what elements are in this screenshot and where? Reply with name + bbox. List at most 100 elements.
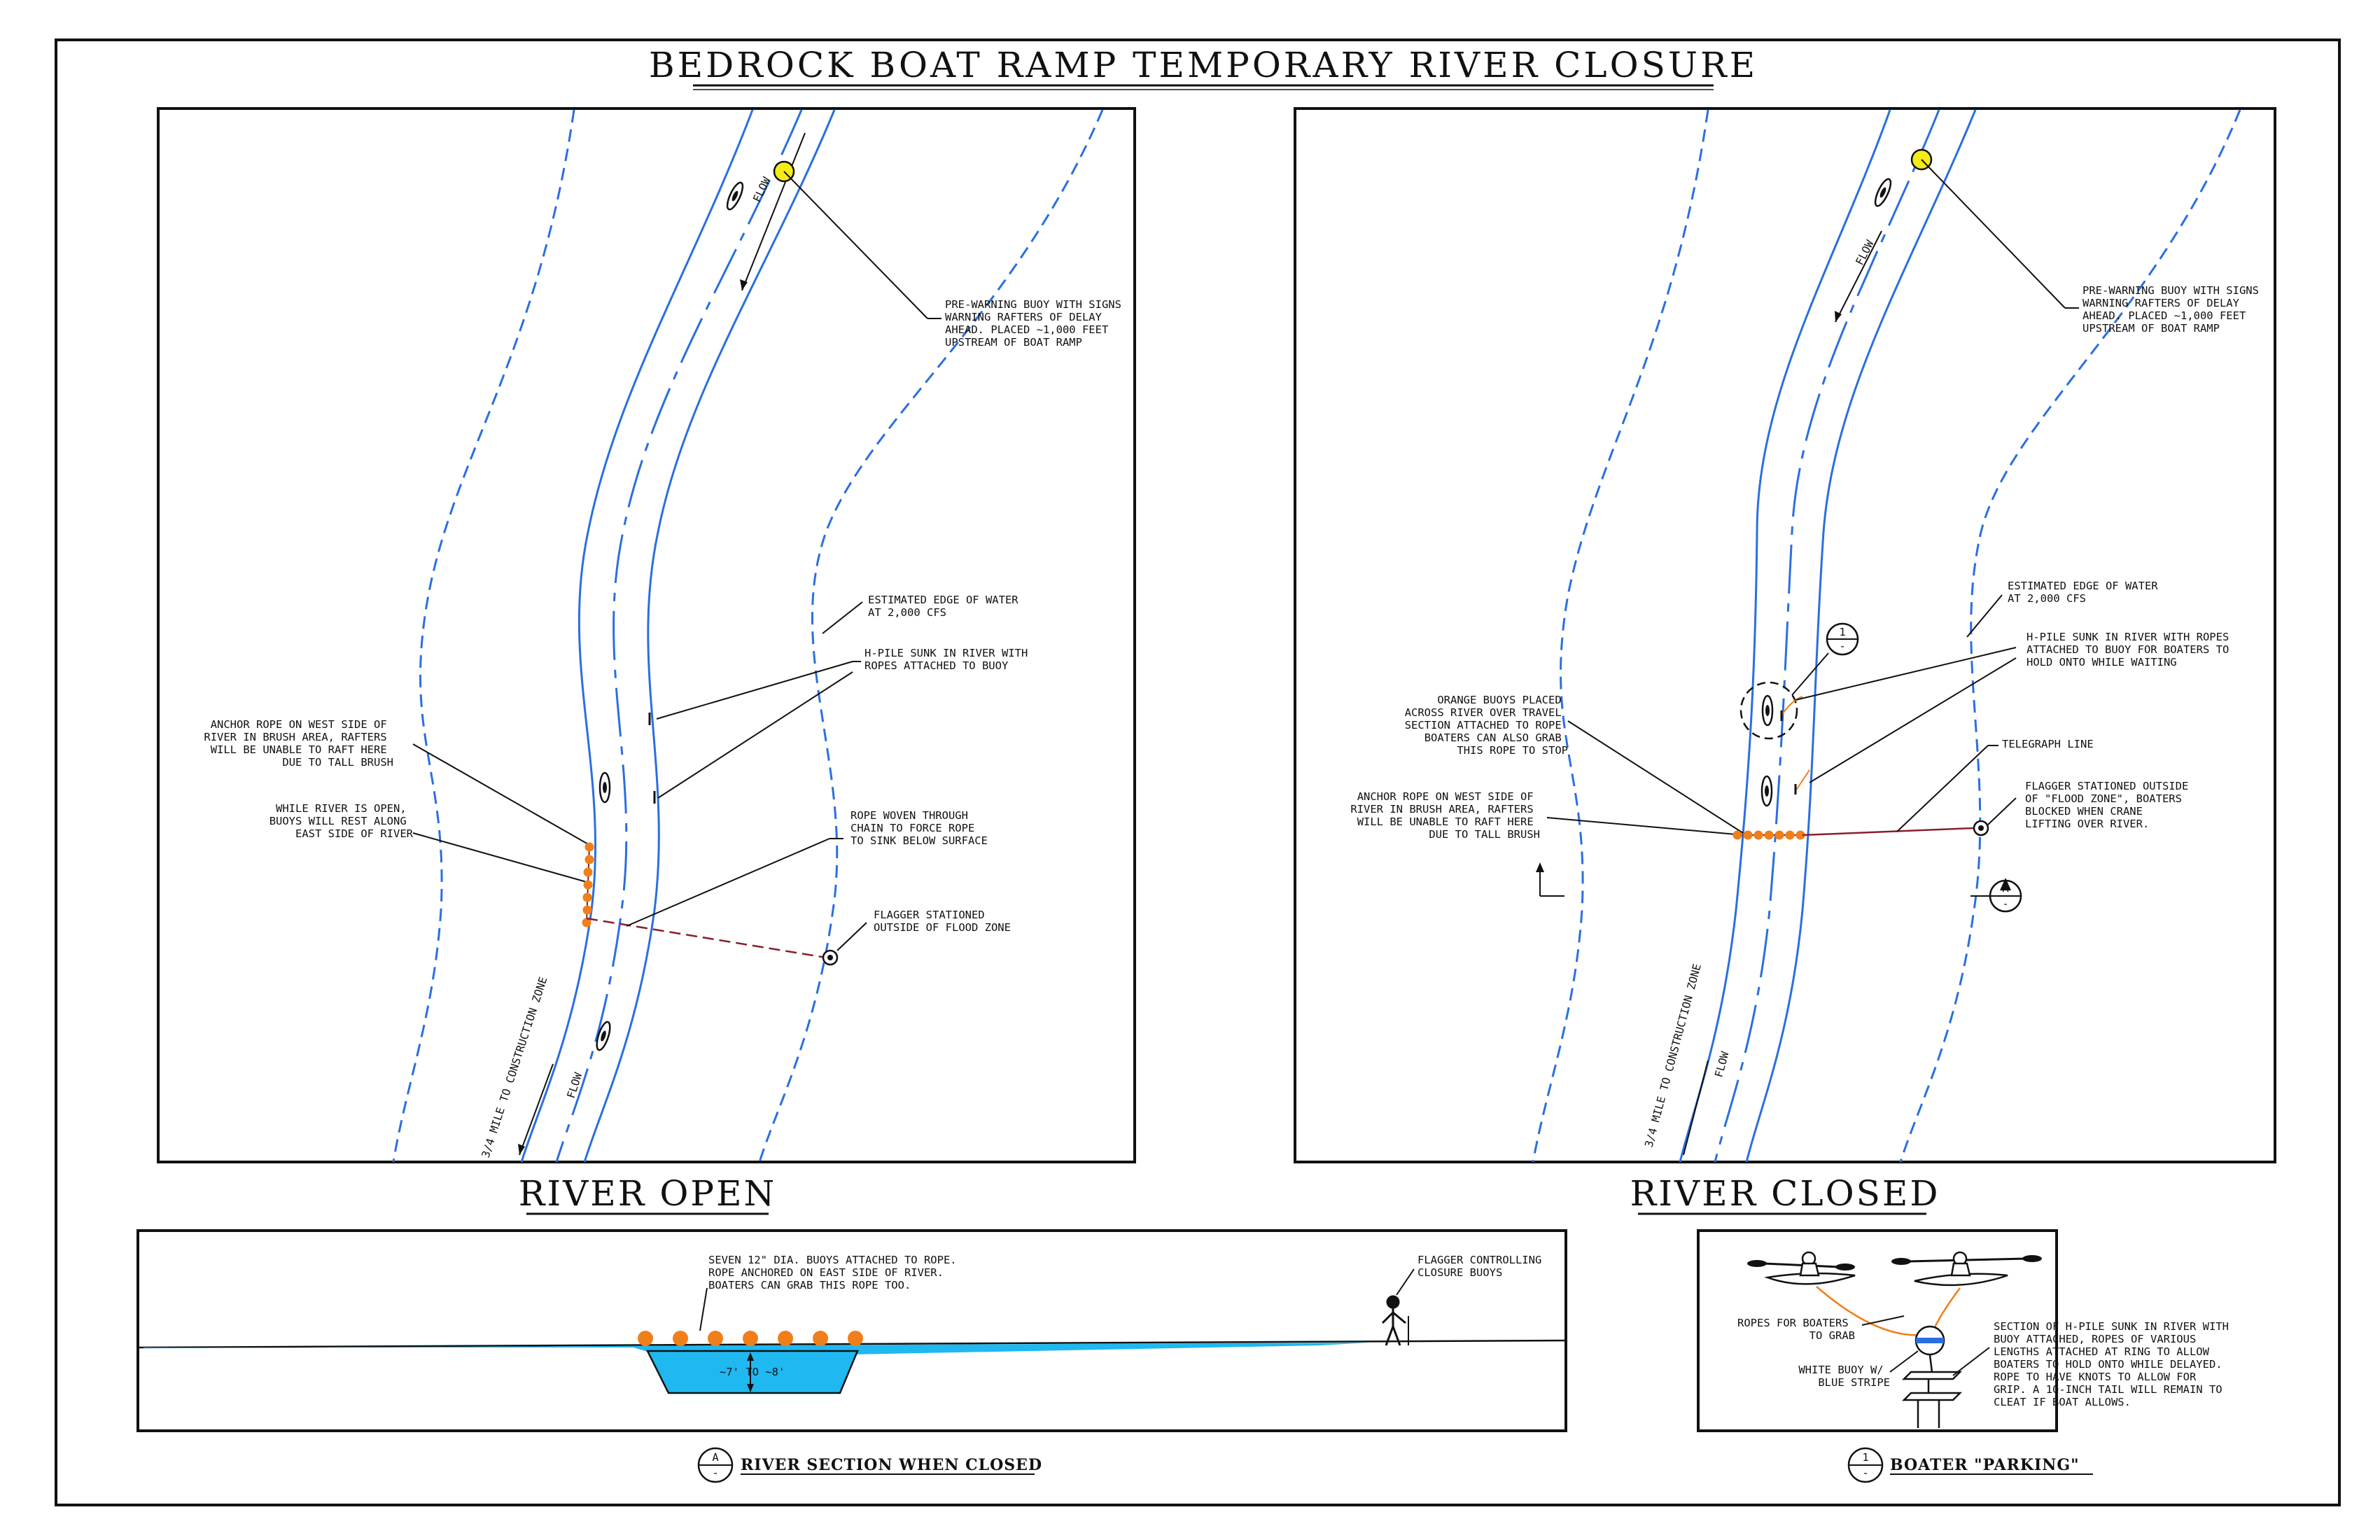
buoy-icon (582, 905, 592, 915)
ropes-for-boaters-note: ROPES FOR BOATERS TO GRAB (1737, 1317, 1855, 1342)
h-pile-note: H-PILE SUNK IN RIVER WITH ROPES ATTACHED… (864, 647, 1035, 672)
west-edge-of-water (1532, 109, 1709, 1163)
buoy-icon (673, 1331, 688, 1346)
flagger-person-icon (1381, 1295, 1409, 1346)
kayaker-icon (1891, 1251, 2042, 1287)
h-pile-note: H-PILE SUNK IN RIVER WITH ROPES ATTACHED… (2026, 631, 2236, 668)
river-west-bank (1679, 109, 1891, 1163)
boat-icon (723, 179, 747, 213)
river-open-panel: FLOW FLOW 3/4 MILE TO CONSTRUCTION ZONE … (157, 107, 1136, 1163)
anchor-rope-note: ANCHOR ROPE ON WEST SIDE OF RIVER IN BRU… (1350, 790, 1540, 841)
buoy-icon (778, 1331, 793, 1346)
boater-parking-frame (1697, 1229, 2058, 1432)
buoy-icon (1785, 830, 1795, 840)
svg-text:-: - (1862, 1466, 1868, 1479)
river-west-bank (520, 109, 754, 1163)
prewarning-note: PRE-WARNING BUOY WITH SIGNS WARNING RAFT… (945, 298, 1128, 349)
edge-of-water-note: ESTIMATED EDGE OF WATER AT 2,000 CFS (868, 594, 1025, 619)
buoy-icon (743, 1331, 758, 1346)
parking-caption: BOATER "PARKING" (1890, 1456, 2080, 1474)
buoy-icon (1754, 830, 1763, 840)
depth-label: ~7' TO ~8' (720, 1366, 785, 1378)
river-closed-frame (1294, 107, 2276, 1163)
river-closed-panel: FLOW FLOW 3/4 MILE TO CONSTRUCTION ZONE … (1294, 107, 2276, 1163)
flow-label: FLOW (1712, 1050, 1731, 1079)
flow-arrow-icon (741, 132, 806, 291)
buoy-icon (638, 1331, 653, 1346)
h-pile-section-note: SECTION OF H-PILE SUNK IN RIVER WITH BUO… (1994, 1320, 2235, 1408)
buoy-icon (813, 1331, 828, 1346)
sheet-border (55, 38, 2341, 1506)
svg-text:A: A (2002, 882, 2009, 895)
buoys-note: SEVEN 12" DIA. BUOYS ATTACHED TO ROPE. R… (708, 1254, 963, 1292)
river-east-bank (583, 109, 836, 1163)
telegraph-line (1802, 827, 1975, 836)
svg-text:1: 1 (1839, 626, 1845, 638)
buoy-icon (583, 867, 593, 877)
while-open-note: WHILE RIVER IS OPEN, BUOYS WILL REST ALO… (270, 802, 414, 840)
buoy-icon (1732, 830, 1742, 840)
buoy-icon (583, 880, 593, 890)
svg-text:1: 1 (1862, 1451, 1868, 1464)
river-closed-river (1532, 109, 2241, 1163)
edge-of-water-note: ESTIMATED EDGE OF WATER AT 2,000 CFS (2008, 580, 2164, 605)
kayaker-icon (1747, 1251, 1856, 1285)
river-east-bank (1745, 109, 1977, 1163)
flow-arrow-icon (1835, 230, 1882, 323)
river-open-frame (157, 107, 1136, 1163)
buoy-icon (1795, 830, 1805, 840)
east-edge-of-water (1899, 109, 2241, 1163)
rope-woven-note: ROPE WOVEN THROUGH CHAIN TO FORCE ROPE T… (850, 809, 988, 847)
telegraph-note: TELEGRAPH LINE (2002, 738, 2094, 750)
buoy-icon (582, 918, 592, 927)
buoy-icon (848, 1331, 863, 1346)
river-closed-label: RIVER CLOSED (1630, 1173, 1940, 1214)
mile-label: 3/4 MILE TO CONSTRUCTION ZONE (479, 975, 550, 1159)
river-open-river (392, 109, 1104, 1163)
buoy-icon (1774, 830, 1784, 840)
flow-label: FLOW (750, 175, 773, 204)
river-section-frame (136, 1229, 1567, 1432)
anchor-rope-note: ANCHOR ROPE ON WEST SIDE OF RIVER IN BRU… (204, 718, 393, 769)
svg-text:-: - (2002, 897, 2008, 910)
boat-icon (1760, 775, 1773, 807)
buoy-icon (584, 842, 594, 852)
h-pile-section-icon (1901, 1354, 1963, 1428)
svg-text:-: - (1839, 640, 1845, 652)
buoy-icon (1764, 830, 1774, 840)
boat-icon (1871, 176, 1895, 209)
flagger-note: FLAGGER STATIONED OUTSIDE OF "FLOOD ZONE… (2025, 780, 2195, 830)
river-centerline (1714, 109, 1940, 1163)
sheet-title: BEDROCK BOAT RAMP TEMPORARY RIVER CLOSUR… (649, 45, 1758, 85)
river-channel (645, 1350, 859, 1394)
west-edge-of-water (392, 109, 575, 1163)
flow-arrow-icon (519, 1063, 554, 1156)
river-open-label: RIVER OPEN (519, 1173, 776, 1214)
buoy-icon (1743, 830, 1753, 840)
section-caption: RIVER SECTION WHEN CLOSED (741, 1456, 1042, 1474)
flow-arrow-icon (1683, 1060, 1709, 1156)
mile-label: 3/4 MILE TO CONSTRUCTION ZONE (1642, 962, 1703, 1149)
buoy-icon (584, 855, 594, 864)
boater-rope (1931, 1287, 1961, 1334)
buoy-string (1732, 830, 1805, 840)
section-buoys (638, 1331, 863, 1346)
svg-text:A: A (712, 1451, 719, 1464)
buoy-icon (708, 1331, 723, 1346)
buoy-string (582, 842, 594, 927)
svg-text:-: - (712, 1466, 718, 1479)
white-buoy-note: WHITE BUOY W/ BLUE STRIPE (1798, 1364, 1890, 1389)
prewarning-note: PRE-WARNING BUOY WITH SIGNS WARNING RAFT… (2082, 284, 2265, 335)
flagger-controlling-note: FLAGGER CONTROLLING CLOSURE BUOYS (1418, 1254, 1548, 1279)
flagger-note: FLAGGER STATIONED OUTSIDE OF FLOOD ZONE (874, 909, 1011, 934)
boater-parking-detail: ROPES FOR BOATERS TO GRAB WHITE BUOY W/ … (1697, 1229, 2235, 1432)
boat-icon (1761, 694, 1774, 727)
boat-icon (598, 771, 611, 804)
detail-callout (1740, 681, 1798, 740)
buoy-icon (582, 892, 592, 902)
orange-buoys-note: ORANGE BUOYS PLACED ACROSS RIVER OVER TR… (1405, 694, 1568, 757)
east-edge-of-water (758, 109, 1104, 1163)
river-centerline (555, 109, 803, 1163)
river-section-detail: SEVEN 12" DIA. BUOYS ATTACHED TO ROPE. R… (136, 1229, 1567, 1432)
